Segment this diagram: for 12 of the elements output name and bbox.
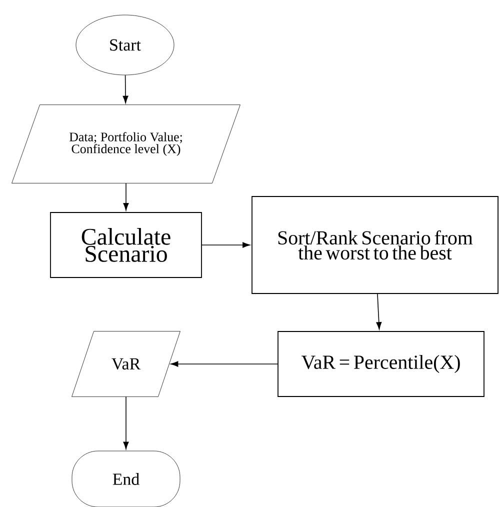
process-box: Calculate Scenario	[50, 212, 202, 278]
process-box: VaR = Percentile(X)	[278, 331, 484, 397]
input-output-parallelogram: Data; Portfolio Value; Confidence level (X)	[12, 104, 240, 184]
arrow	[122, 74, 128, 104]
arrow	[202, 242, 250, 248]
arrow	[376, 294, 382, 330]
arrow	[123, 396, 129, 450]
process-box: Sort/Rank Scenario from the worst to the best	[252, 196, 498, 294]
arrow	[123, 182, 129, 211]
input-output-parallelogram: VaR	[72, 331, 180, 397]
end-terminal: End	[72, 450, 180, 507]
arrow	[170, 361, 278, 367]
